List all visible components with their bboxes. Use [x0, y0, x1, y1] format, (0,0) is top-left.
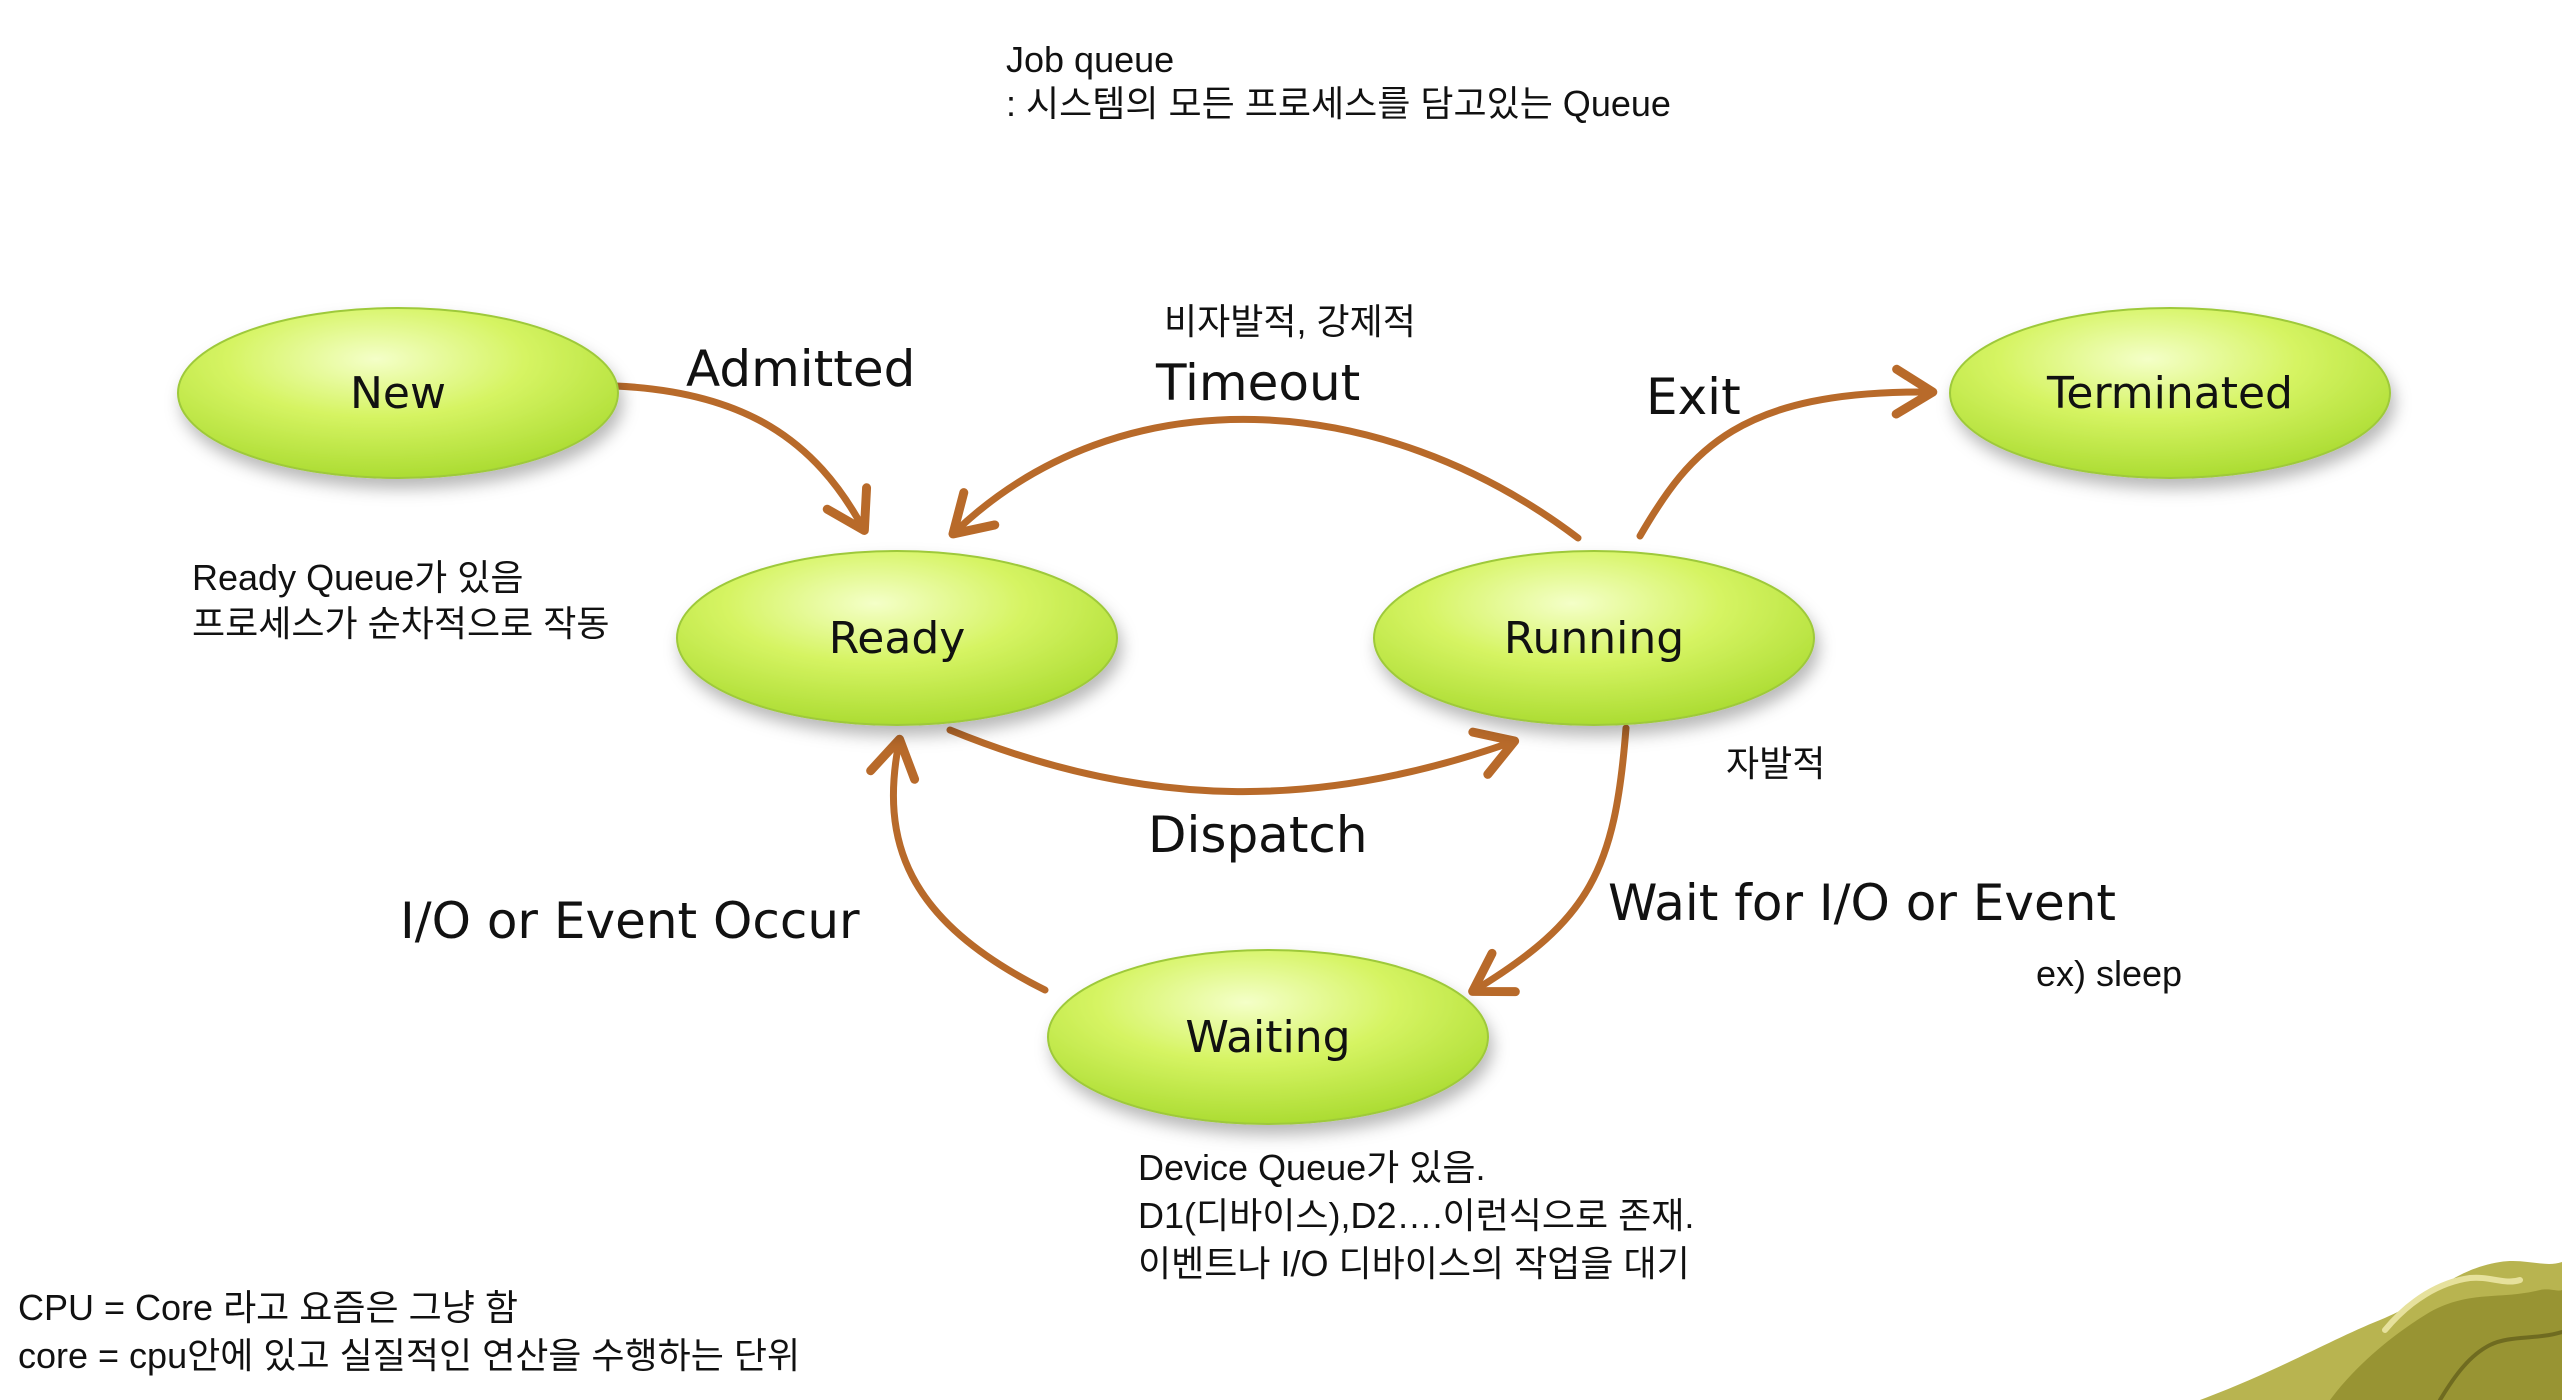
arrow-exit [1636, 364, 1938, 540]
wait-note: 자발적 [1726, 743, 1825, 784]
state-terminated-label: Terminated [2046, 368, 2293, 419]
state-ready: Ready [676, 550, 1118, 726]
arrow-io-event-occur [866, 734, 1049, 994]
label-exit: Exit [1646, 368, 1741, 426]
job-queue-title: Job queue [1006, 39, 1174, 80]
label-timeout: Timeout [1155, 354, 1360, 412]
sleep-example-note: ex) sleep [2036, 953, 2182, 994]
label-admitted: Admitted [686, 340, 915, 398]
label-io-event-occur: I/O or Event Occur [400, 892, 860, 950]
label-dispatch: Dispatch [1148, 806, 1368, 864]
device-queue-note-line2: D1(디바이스),D2….이런식으로 존재. [1138, 1195, 1694, 1236]
state-terminated: Terminated [1949, 307, 2391, 479]
state-ready-label: Ready [829, 613, 966, 664]
label-wait-io-event: Wait for I/O or Event [1608, 874, 2116, 932]
device-queue-note-line1: Device Queue가 있음. [1138, 1147, 1486, 1188]
cpu-note-line1: CPU = Core 라고 요즘은 그냥 함 [18, 1287, 518, 1328]
dragon-illustration-icon [2200, 1261, 2562, 1400]
state-running-label: Running [1504, 613, 1684, 664]
arrow-wait-io-event [1468, 724, 1630, 997]
state-new: New [177, 307, 619, 479]
state-new-label: New [350, 368, 446, 419]
state-running: Running [1373, 550, 1815, 726]
timeout-note: 비자발적, 강제적 [1164, 301, 1416, 342]
device-queue-note-line3: 이벤트나 I/O 디바이스의 작업을 대기 [1138, 1243, 1690, 1284]
job-queue-description: : 시스템의 모든 프로세스를 담고있는 Queue [1006, 83, 1671, 124]
arrow-timeout [948, 416, 1582, 542]
ready-queue-note-line2: 프로세스가 순차적으로 작동 [192, 603, 609, 644]
cpu-note-line2: core = cpu안에 있고 실질적인 연산을 수행하는 단위 [18, 1335, 800, 1376]
arrow-admitted [612, 382, 872, 535]
state-waiting: Waiting [1047, 949, 1489, 1125]
ready-queue-note-line1: Ready Queue가 있음 [192, 557, 524, 598]
state-waiting-label: Waiting [1185, 1012, 1350, 1063]
arrow-dispatch [946, 726, 1520, 796]
